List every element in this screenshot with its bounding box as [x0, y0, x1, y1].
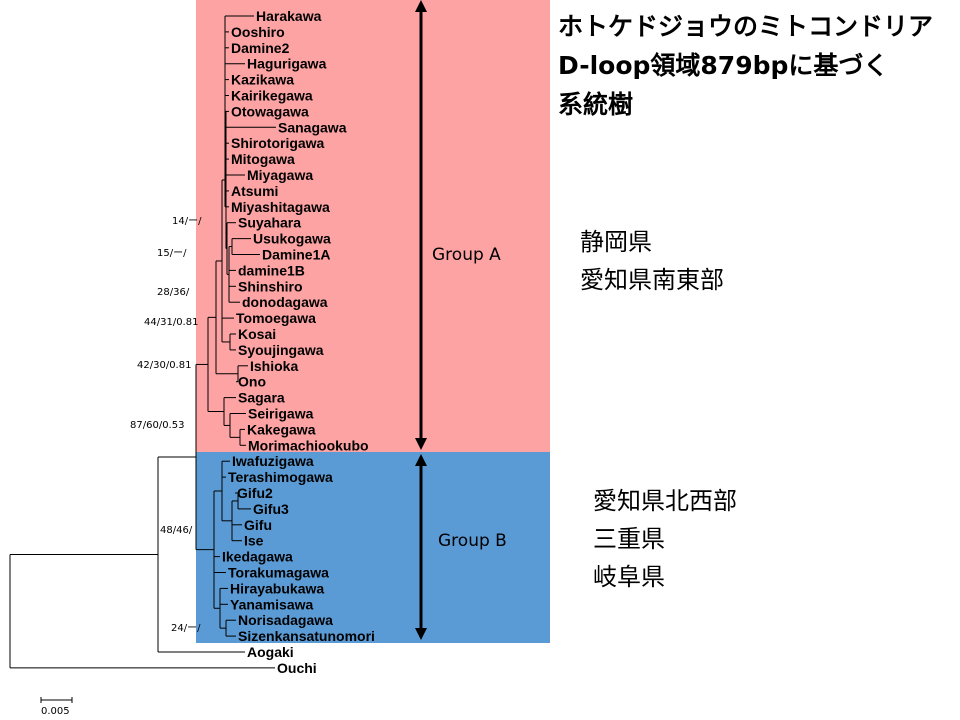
taxon-label: Miyashitagawa: [231, 199, 330, 215]
taxon-label: Kosai: [238, 326, 276, 342]
taxon-label: Hirayabukawa: [230, 580, 324, 596]
region-b-1: 愛知県北西部: [593, 487, 737, 515]
taxon-label: Otowagawa: [231, 103, 309, 119]
taxon-label: Syoujingawa: [238, 342, 324, 358]
taxon-label: Shirotorigawa: [231, 135, 325, 151]
taxon-label: Sagara: [238, 390, 285, 406]
group-b-arrow: [415, 454, 427, 640]
taxon-label: Iwafuzigawa: [232, 453, 314, 469]
taxon-label: Aogaki: [247, 644, 294, 660]
taxon-label: Ise: [244, 533, 264, 549]
taxon-label: Harakawa: [256, 8, 322, 24]
scale-bar-label: 0.005: [41, 706, 70, 717]
taxon-labels: HarakawaOoshiroDamine2HagurigawaKazikawa…: [222, 8, 375, 676]
title-line-3: 系統樹: [558, 90, 634, 119]
title-line-2: D-loop領域879bpに基づく: [558, 51, 889, 80]
taxon-label: donodagawa: [242, 294, 328, 310]
group-a-label: Group A: [432, 245, 501, 265]
taxon-label: Sizenkansatunomori: [238, 628, 375, 644]
support-values: 14/ー/15/ー/28/36/44/31/0.81 42/30/0.81 87/6…: [130, 216, 202, 634]
taxon-label: Kakegawa: [247, 421, 316, 437]
taxon-label: Suyahara: [238, 215, 301, 231]
region-b-3: 岐阜県: [593, 563, 665, 591]
group-a-background: [196, 0, 550, 452]
support-value: 14/ー/: [172, 216, 202, 227]
taxon-label: damine1B: [238, 262, 305, 278]
group-b-background: [196, 452, 550, 643]
taxon-label: Miyagawa: [247, 167, 313, 183]
taxon-label: Tomoegawa: [236, 310, 316, 326]
taxon-label: Damine2: [231, 40, 290, 56]
taxon-label: Seirigawa: [248, 406, 314, 422]
taxon-label: Yanamisawa: [230, 596, 313, 612]
taxon-label: Ikedagawa: [222, 549, 293, 565]
region-a-1: 静岡県: [580, 228, 652, 256]
support-value: 15/ー/: [157, 248, 187, 259]
taxon-label: Damine1A: [262, 247, 330, 263]
region-b-2: 三重県: [593, 525, 665, 553]
tree-branches: [9, 15, 276, 669]
support-value: 28/36/: [157, 287, 190, 298]
taxon-label: Torakumagawa: [228, 565, 329, 581]
group-arrows: [415, 0, 427, 640]
support-value: 24/ー/: [171, 623, 201, 634]
group-a-arrow: [415, 0, 427, 450]
taxon-label: Norisadagawa: [238, 612, 333, 628]
taxon-label: Terashimogawa: [228, 469, 333, 485]
taxon-label: Gifu: [244, 517, 272, 533]
support-value: 42/30/0.81: [137, 360, 191, 371]
taxon-label: Kazikawa: [231, 72, 294, 88]
taxon-label: Ouchi: [277, 660, 317, 676]
group-b-label: Group B: [438, 531, 507, 551]
taxon-label: Ono: [238, 374, 266, 390]
taxon-label: Gifu3: [253, 501, 289, 517]
support-value: 48/46/: [160, 525, 193, 536]
taxon-label: Sanagawa: [278, 119, 347, 135]
support-value: 44/31/0.81: [144, 317, 198, 328]
title-line-1: ホトケドジョウのミトコンドリア: [558, 12, 934, 41]
taxon-label: Ooshiro: [231, 24, 285, 40]
taxon-label: Usukogawa: [253, 231, 331, 247]
taxon-label: Shinshiro: [238, 278, 303, 294]
taxon-label: Ishioka: [250, 358, 298, 374]
taxon-label: Kairikegawa: [231, 88, 313, 104]
scale-bar: [40, 697, 73, 703]
taxon-label: Mitogawa: [231, 151, 295, 167]
taxon-label: Gifu2: [237, 485, 273, 501]
taxon-label: Hagurigawa: [247, 56, 327, 72]
taxon-label: Morimachiookubo: [248, 437, 369, 453]
region-a-2: 愛知県南東部: [580, 266, 724, 294]
support-value: 87/60/0.53: [130, 420, 184, 431]
taxon-label: Atsumi: [231, 183, 278, 199]
